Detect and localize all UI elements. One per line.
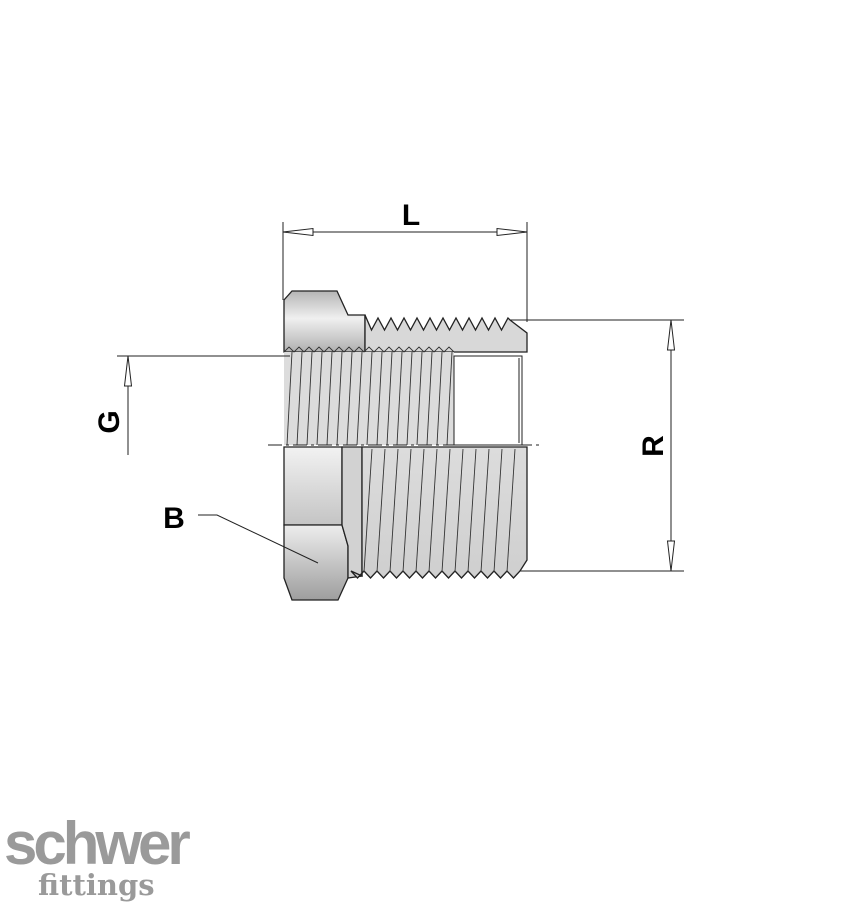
label-thread: R [637, 435, 670, 457]
label-length: L [402, 199, 420, 232]
dimension-length: L [282, 199, 528, 322]
brand-logo: schwer fittings [4, 810, 194, 902]
outer-thread-lines [363, 448, 516, 573]
inner-thread-band [284, 352, 454, 445]
leader-hex: B [163, 502, 319, 564]
dimension-thread: R [510, 319, 684, 572]
upper-thread-section [364, 314, 528, 353]
label-hex: B [163, 502, 185, 535]
hex-face-upper [283, 446, 343, 526]
bore-opening [453, 355, 523, 446]
hex-section-upper [283, 290, 366, 353]
inner-thread-lines [283, 346, 455, 446]
logo-sub-text: fittings [38, 868, 155, 902]
label-inner-thread: G [93, 410, 126, 433]
logo-main-text: schwer [4, 810, 190, 877]
dimension-inner-thread: G [93, 355, 290, 455]
